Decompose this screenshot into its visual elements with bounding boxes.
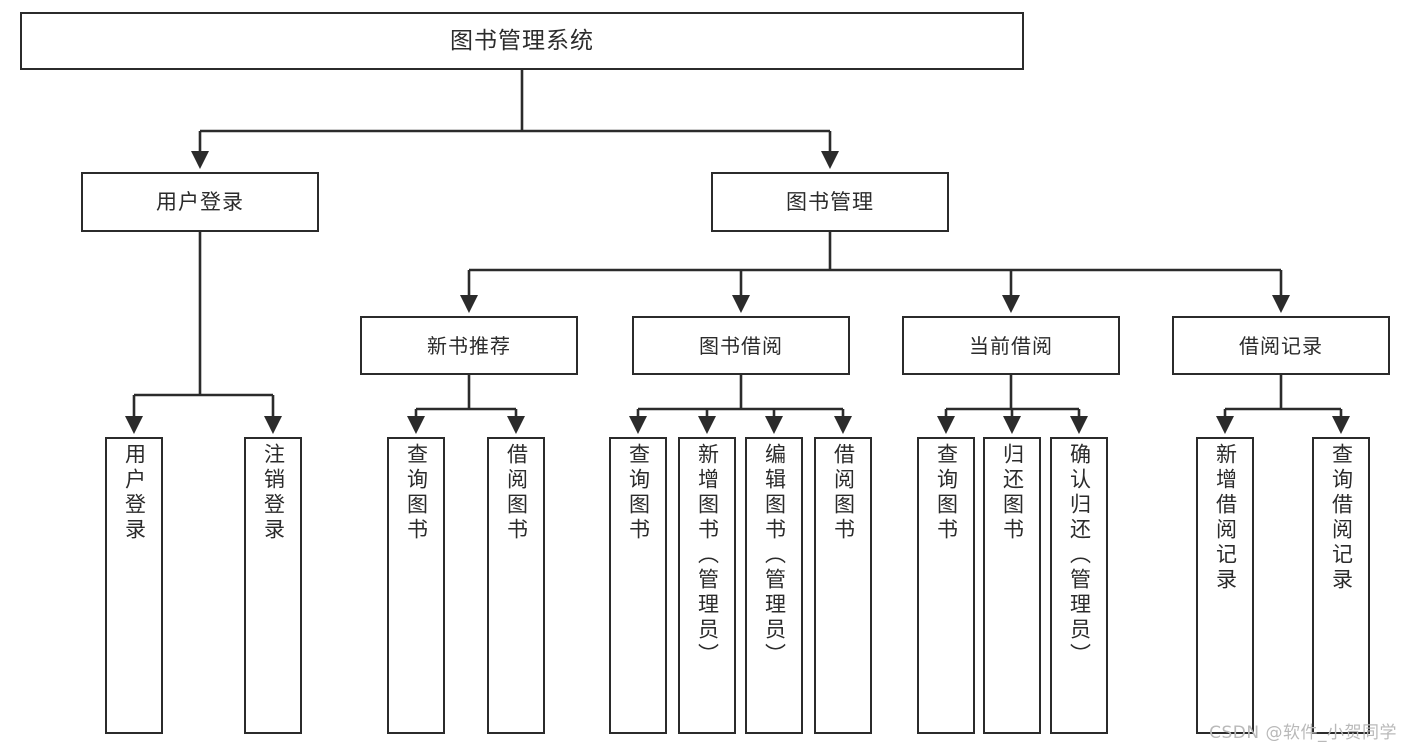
leaf-node-label: 查询借阅记录 bbox=[1329, 443, 1354, 593]
node-root[interactable]: 图书管理系统 bbox=[20, 12, 1024, 70]
node-book-borrow-label: 图书借阅 bbox=[699, 333, 783, 358]
node-current-borrow[interactable]: 当前借阅 bbox=[902, 316, 1120, 375]
node-user-login-label: 用户登录 bbox=[156, 189, 244, 214]
node-new-book-recommend[interactable]: 新书推荐 bbox=[360, 316, 578, 375]
leaf-node-label: 借阅图书 bbox=[831, 443, 856, 543]
leaf-node[interactable]: 新增图书（管理员） bbox=[678, 437, 736, 734]
node-current-borrow-label: 当前借阅 bbox=[969, 333, 1053, 358]
leaf-node[interactable]: 查询图书 bbox=[387, 437, 445, 734]
leaf-node[interactable]: 归还图书 bbox=[983, 437, 1041, 734]
node-borrow-record[interactable]: 借阅记录 bbox=[1172, 316, 1390, 375]
leaf-node[interactable]: 注销登录 bbox=[244, 437, 302, 734]
node-new-book-recommend-label: 新书推荐 bbox=[427, 333, 511, 358]
node-borrow-record-label: 借阅记录 bbox=[1239, 333, 1323, 358]
watermark-text: CSDN @软件_小贺同学 bbox=[1209, 723, 1397, 743]
leaf-node-label: 用户登录 bbox=[122, 443, 147, 543]
node-book-borrow[interactable]: 图书借阅 bbox=[632, 316, 850, 375]
node-book-management-label: 图书管理 bbox=[786, 189, 874, 214]
node-user-login[interactable]: 用户登录 bbox=[81, 172, 319, 232]
node-root-label: 图书管理系统 bbox=[450, 27, 594, 54]
leaf-node[interactable]: 借阅图书 bbox=[487, 437, 545, 734]
leaf-node[interactable]: 确认归还（管理员） bbox=[1050, 437, 1108, 734]
leaf-node-label: 确认归还（管理员） bbox=[1067, 443, 1092, 668]
leaf-node-label: 新增借阅记录 bbox=[1213, 443, 1238, 593]
leaf-node[interactable]: 查询借阅记录 bbox=[1312, 437, 1370, 734]
leaf-node-label: 归还图书 bbox=[1000, 443, 1025, 543]
leaf-node[interactable]: 编辑图书（管理员） bbox=[745, 437, 803, 734]
leaf-node[interactable]: 查询图书 bbox=[917, 437, 975, 734]
leaf-node[interactable]: 借阅图书 bbox=[814, 437, 872, 734]
leaf-node-label: 查询图书 bbox=[404, 443, 429, 543]
node-book-management[interactable]: 图书管理 bbox=[711, 172, 949, 232]
leaf-node[interactable]: 查询图书 bbox=[609, 437, 667, 734]
leaf-node-label: 注销登录 bbox=[261, 443, 286, 543]
leaf-node-label: 查询图书 bbox=[934, 443, 959, 543]
leaf-node-label: 新增图书（管理员） bbox=[695, 443, 720, 668]
leaf-node[interactable]: 新增借阅记录 bbox=[1196, 437, 1254, 734]
leaf-node-label: 借阅图书 bbox=[504, 443, 529, 543]
leaf-node-label: 编辑图书（管理员） bbox=[762, 443, 787, 668]
leaf-node[interactable]: 用户登录 bbox=[105, 437, 163, 734]
leaf-node-label: 查询图书 bbox=[626, 443, 651, 543]
